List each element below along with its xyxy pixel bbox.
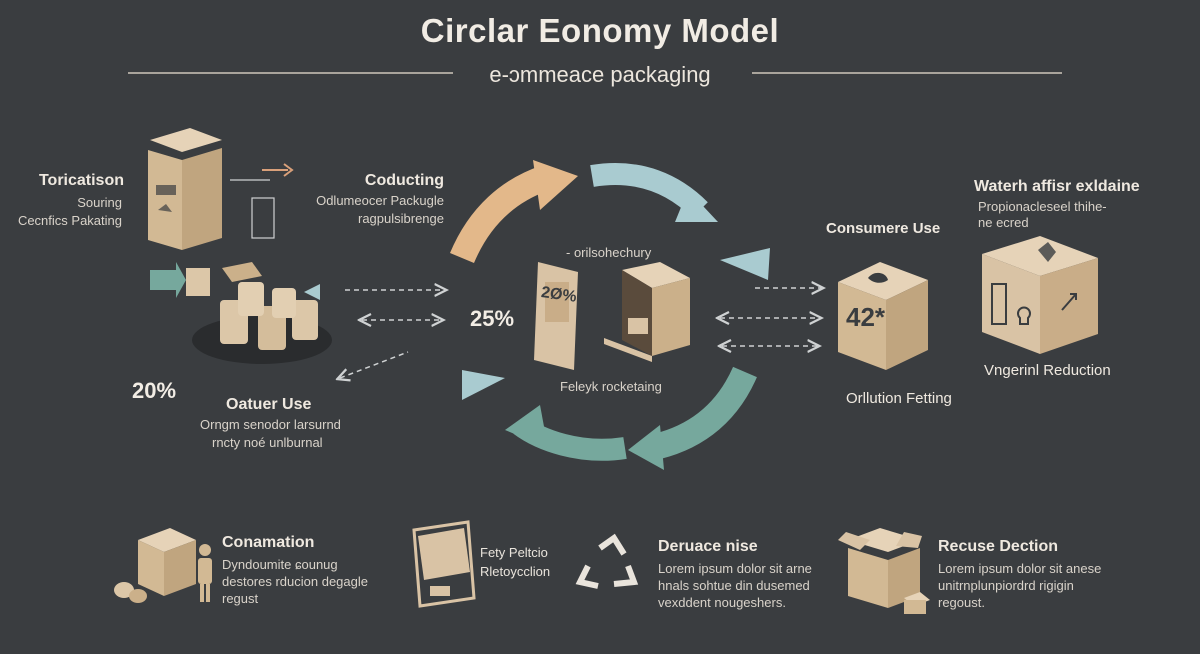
- left-mid-title: Oatuer Use: [226, 396, 312, 413]
- packaging-box-icon: [148, 128, 294, 250]
- node-top-left-line1: Souring: [77, 195, 122, 210]
- open-cardboard-box-icon: [838, 528, 930, 614]
- node-top-left-line2: Cecnfics Pakating: [17, 213, 122, 228]
- center-label-top: - orilsohechury: [566, 245, 652, 260]
- title-rule-right: [752, 72, 1062, 74]
- bottom-item-line: regust: [222, 591, 259, 606]
- bottom-item-title: Deruace nise: [658, 538, 758, 555]
- bottom-item-title: Fety Peltcio: [480, 545, 548, 560]
- reduction-box-icon: [982, 236, 1098, 354]
- node-top-mid-line1: Odlumeocer Packugle: [316, 193, 444, 208]
- bottom-item-line: unitrnplunpiordrd rigigin: [938, 578, 1074, 593]
- far-right-line1: Propionacleseel thihe-: [978, 199, 1107, 214]
- cycle-arrowhead-left-icon: [462, 370, 505, 400]
- reusable-containers-icon: [150, 262, 332, 364]
- left-mid-line1: Orngm senodor larsurnd: [200, 417, 341, 432]
- recycle-icon: [575, 533, 639, 589]
- recycled-sheet-icon: [412, 520, 476, 608]
- cycle-arrow-blue-top-icon: [590, 163, 718, 222]
- bottom-item-title: Recuse Dection: [938, 538, 1059, 555]
- node-top-left-title: Toricatison: [38, 172, 124, 189]
- bottom-item-line: Lorem ipsum dolor sit arne: [658, 561, 812, 576]
- consumer-bottom: Orllution Fetting: [846, 390, 952, 407]
- cycle-arrow-teal-bottom-icon: [628, 366, 757, 470]
- bottom-item-line: Dyndoumite ɕounug: [222, 557, 338, 572]
- consumption-person-icon: [114, 528, 212, 603]
- left-mid-line2: rncty noé unlburnal: [212, 435, 323, 450]
- far-right-bottom: Vngerinl Reduction: [984, 362, 1111, 379]
- bottom-item-line: Lorem ipsum dolor sit anese: [938, 561, 1102, 576]
- page-subtitle: e-ɔmmeace packaging: [489, 62, 711, 87]
- bottom-item-consumption: Conamation Dyndoumite ɕounug destores rd…: [222, 534, 392, 607]
- connector-left-low: [340, 351, 409, 378]
- left-mid-percent: 20%: [132, 378, 177, 403]
- center-percent: 25%: [470, 306, 515, 331]
- consumer-box-icon: [838, 262, 928, 370]
- cycle-arrow-teal-left-icon: [505, 405, 627, 461]
- cycle-arrow-tan-icon: [450, 160, 578, 264]
- center-label-bottom: Feleyk rocketaing: [560, 379, 662, 394]
- bottom-item-line: Rletoycclion: [480, 564, 551, 579]
- consumer-title: Consumere Use: [826, 220, 941, 237]
- consumer-box-text: 42*: [846, 302, 886, 332]
- bottom-item-line: vexddent nougeshers.: [658, 595, 786, 610]
- bottom-item-reuse: Recuse Dection Lorem ipsum dolor sit ane…: [938, 538, 1118, 611]
- bottom-item-title: Conamation: [222, 534, 315, 551]
- cycle-arrowhead-right-icon: [720, 248, 770, 280]
- far-right-title: Waterh affisr exldaine: [974, 178, 1140, 195]
- title-rule-left: [128, 72, 453, 74]
- open-box-icon: [604, 262, 690, 362]
- bottom-item-line: destores rducion degagle: [222, 574, 368, 589]
- far-right-line2: ne ecred: [978, 215, 1029, 230]
- node-top-mid-title: Coducting: [364, 172, 444, 189]
- node-top-mid-line2: ragpulsibrenge: [357, 211, 444, 226]
- bottom-item-reduce: Deruace nise Lorem ipsum dolor sit arne …: [658, 538, 828, 611]
- bottom-item-line: regoust.: [938, 595, 985, 610]
- bottom-item-line: hnals sohtue din dusemed: [658, 578, 810, 593]
- recycled-card-icon: [534, 262, 578, 370]
- bottom-item-recycling: Fety Peltcio Rletoycclion: [480, 544, 580, 580]
- page-title: Circlar Eonomy Model: [420, 12, 780, 49]
